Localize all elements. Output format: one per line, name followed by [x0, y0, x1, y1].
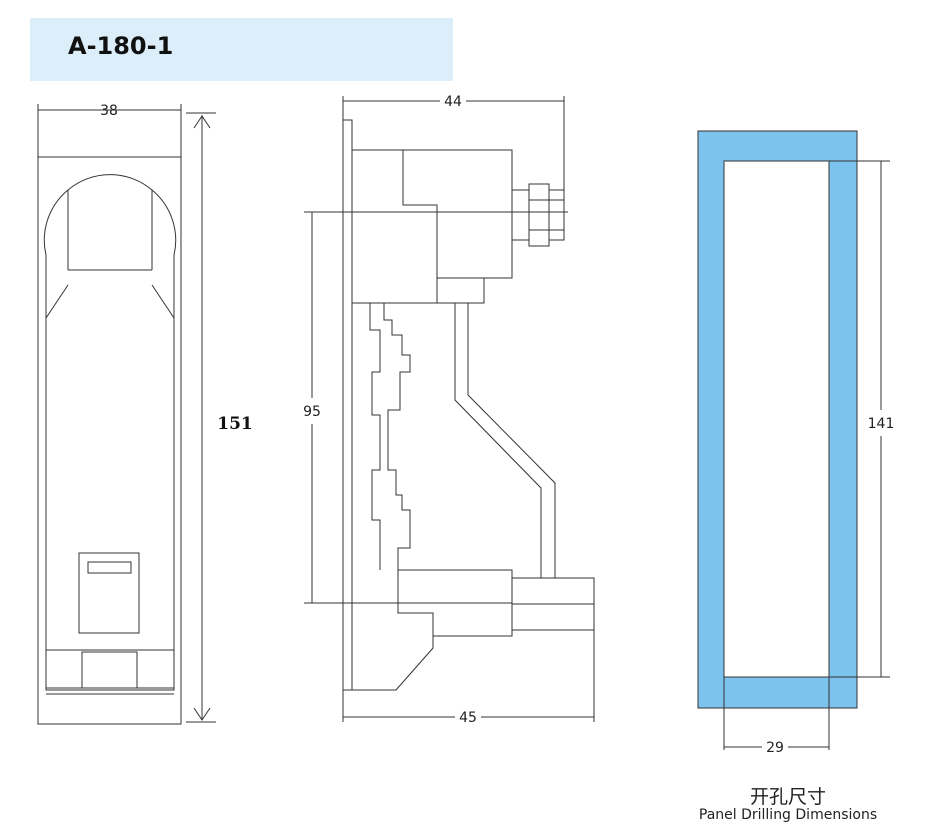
side-diagonal-bar-left	[454, 303, 542, 578]
side-depth-bottom-label: 45	[459, 710, 477, 726]
front-knob-cut	[67, 174, 153, 270]
front-shoulder-left	[45, 284, 69, 319]
front-outline	[37, 109, 182, 725]
side-diagonal-bar-right	[467, 303, 556, 578]
model-title: A-180-1	[68, 32, 174, 60]
side-top-step	[402, 150, 438, 303]
side-top-body	[352, 149, 513, 304]
dim-151-arrow-top	[193, 115, 211, 129]
panel-cutout-view	[697, 130, 890, 750]
front-height-label: 151	[217, 414, 253, 434]
cutout-caption-en: Panel Drilling Dimensions	[698, 807, 878, 823]
side-connector-base	[511, 189, 530, 241]
cutout-width-label: 29	[766, 740, 784, 756]
dim-151-arrow-bottom	[193, 707, 211, 721]
front-width-label: 38	[100, 103, 118, 119]
cutout-height-label: 141	[868, 416, 895, 432]
title-bar: A-180-1	[30, 18, 453, 81]
front-terminal-block	[45, 649, 175, 691]
side-view	[304, 96, 595, 722]
front-shoulder-right	[151, 284, 175, 319]
side-mount-height-label: 95	[303, 404, 321, 420]
front-view	[37, 104, 216, 725]
front-knob-arc-right	[151, 189, 177, 256]
panel-cutout-frame	[697, 130, 858, 709]
front-label-window	[78, 552, 140, 634]
front-knob-arc-left	[43, 189, 69, 256]
side-bottom-body	[352, 570, 434, 691]
front-label-slot	[87, 561, 132, 574]
side-connector-tip	[548, 189, 565, 241]
side-depth-top-label: 44	[444, 94, 462, 110]
front-terminal-screw	[81, 651, 138, 689]
side-connector-nut	[528, 183, 550, 247]
side-stepped-strip-inner	[383, 303, 411, 570]
side-panel-plate	[342, 119, 353, 691]
cutout-caption-cn: 开孔尺寸	[749, 786, 826, 808]
side-stepped-strip-outer	[369, 303, 381, 570]
